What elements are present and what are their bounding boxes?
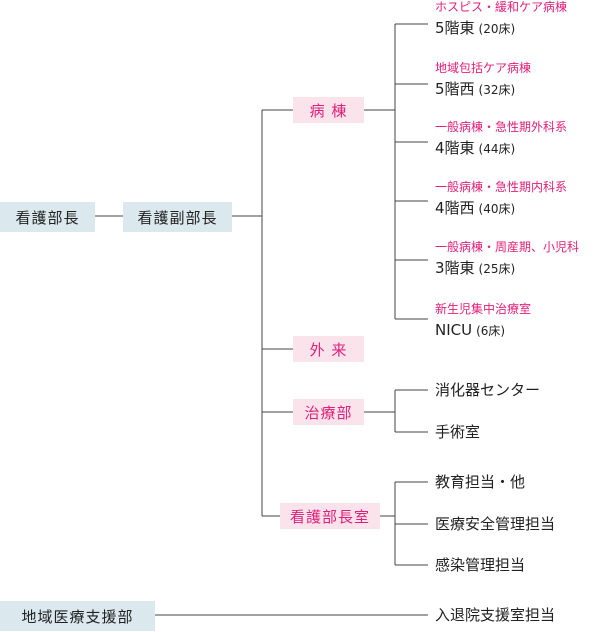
ward-name: 4階西(40床) [435,199,516,217]
ward-name: 5階西(32床) [435,80,516,98]
director-box: 看護部長 [0,202,95,232]
ward-item: 一般病棟・周産期、小児科 3階東(25床) [435,240,579,279]
ward-item: 地域包括ケア病棟 5階西(32床) [435,61,531,100]
ward-name: 4階東(44床) [435,139,516,157]
treatment-unit: 手術室 [435,423,481,441]
ward-item: 新生児集中治療室 NICU(6床) [435,302,531,341]
regional-support-box: 地域医療支援部 [0,601,155,631]
office-unit: 医療安全管理担当 [435,515,556,533]
ward-type: 新生児集中治療室 [435,302,532,316]
ward-name: NICU(6床) [435,321,506,339]
ward-name: 5階東(20床) [435,19,516,37]
treatment-unit: 消化器センター [435,381,541,399]
ward-item: 一般病棟・急性期内科系 4階西(40床) [435,180,567,219]
ward-item: ホスピス・緩和ケア病棟 5階東(20床) [435,0,567,39]
ward-item: 一般病棟・急性期外科系 4階東(44床) [435,120,567,159]
ward-type: 一般病棟・周産期、小児科 [435,240,580,254]
dept-ward: 病 棟 [293,97,364,123]
dept-treatment: 治療部 [293,399,364,425]
ward-type: 一般病棟・急性期外科系 [435,120,568,134]
office-unit: 感染管理担当 [435,556,526,574]
vice-director-box: 看護副部長 [123,202,232,232]
office-unit: 教育担当・他 [435,473,526,491]
dept-director-office: 看護部長室 [280,503,380,529]
dept-outpatient: 外 来 [293,336,364,362]
ward-type: 地域包括ケア病棟 [435,61,532,75]
regional-unit: 入退院支援室担当 [435,606,556,624]
ward-type: ホスピス・緩和ケア病棟 [435,0,568,14]
ward-type: 一般病棟・急性期内科系 [435,180,568,194]
ward-name: 3階東(25床) [435,259,516,277]
